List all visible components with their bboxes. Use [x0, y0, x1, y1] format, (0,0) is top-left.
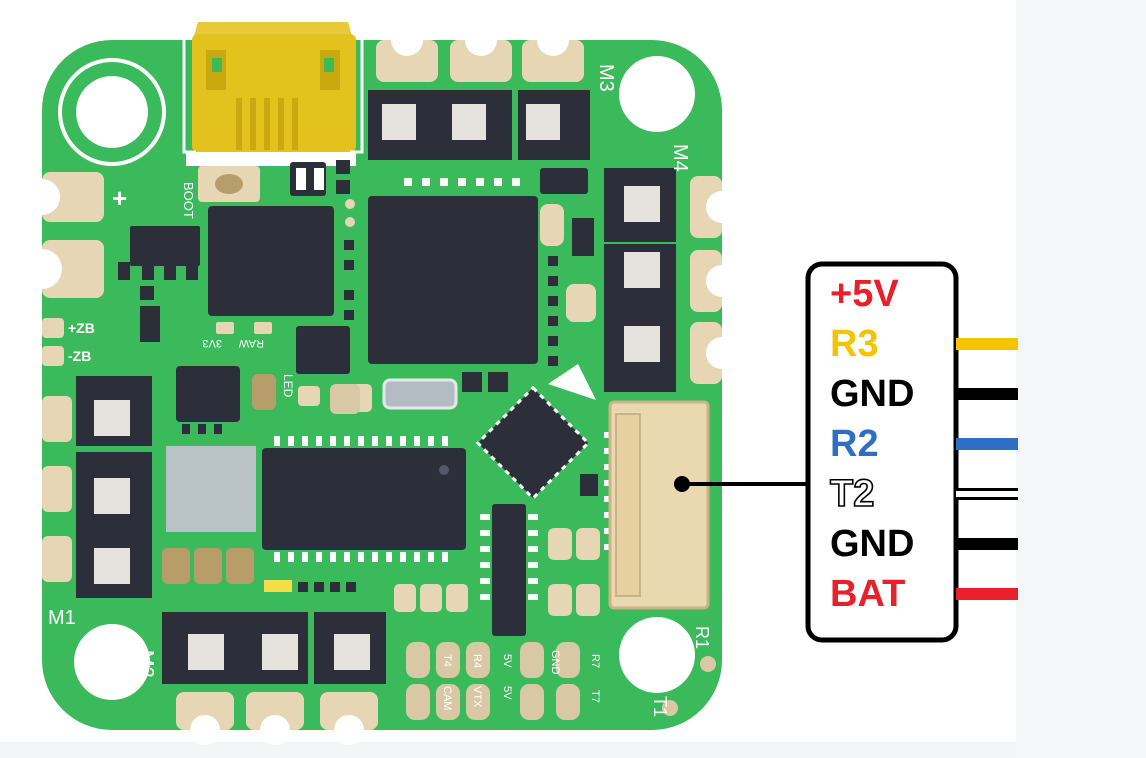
orientation-arrow — [548, 364, 596, 400]
chip-mcu — [368, 196, 538, 364]
pin-wire-1 — [956, 338, 1018, 350]
pad-t1 — [662, 700, 678, 716]
label-pad-t4: T4 — [441, 654, 453, 667]
label-3v3: 3V3 — [202, 337, 222, 349]
pin-wire-4 — [956, 491, 1018, 497]
label-led: LED — [281, 374, 295, 398]
usb-connector — [182, 22, 364, 166]
signal-pads — [406, 642, 580, 720]
top-edge-pads — [376, 40, 584, 82]
chip-baro — [176, 366, 240, 422]
motor-pads-m1 — [76, 376, 152, 598]
signal-pad-labels: T4 R4 5V R7 CAM VTX 5V GND T7 — [441, 650, 601, 710]
label-pad-r4: R4 — [471, 654, 483, 668]
motor-pads-m3 — [368, 90, 590, 160]
mounting-hole-top-left — [58, 58, 166, 166]
pin-label-r2-3: R2 — [830, 423, 879, 465]
pin-label-t2-4: T2 — [830, 473, 874, 515]
label-raw: RAW — [238, 337, 264, 349]
pad-r1 — [700, 656, 716, 672]
label-t1: T1 — [650, 696, 670, 717]
pin-wire-5 — [956, 538, 1018, 550]
bottom-edge-pads — [176, 692, 378, 730]
chip-gyro — [208, 206, 334, 316]
chip-vertical — [492, 504, 526, 636]
chip-flash — [262, 436, 466, 562]
label-m2: M2 — [135, 650, 157, 678]
label-v-minus: -ZB — [68, 348, 91, 364]
motor-pads-m4 — [604, 168, 676, 392]
pin-wire-3 — [956, 438, 1018, 450]
label-boot: BOOT — [181, 182, 196, 219]
jst-connector — [608, 400, 710, 610]
label-m1: M1 — [48, 607, 76, 629]
pin-label-gnd-2: GND — [830, 373, 914, 415]
background-strip-right — [1016, 0, 1146, 758]
background-strip-bottom — [0, 742, 1016, 758]
label-pad-vtx: VTX — [471, 686, 483, 708]
pin-label-r3-1: R3 — [830, 323, 879, 365]
boot-button — [198, 166, 260, 202]
left-edge-pads — [42, 172, 104, 582]
flight-controller-board: BOOT + +ZB -ZB — [22, 22, 738, 745]
mounting-hole-bottom-left — [74, 624, 150, 700]
label-v-plus: +ZB — [68, 320, 95, 336]
label-m3: M3 — [595, 64, 617, 92]
label-pad-t7: T7 — [589, 690, 601, 703]
pin-label-bat-6: BAT — [830, 573, 905, 615]
label-m4: M4 — [669, 144, 691, 172]
label-r1: R1 — [692, 626, 712, 649]
pin-wire-2 — [956, 388, 1018, 400]
crystal — [382, 378, 458, 410]
pin-wires — [956, 338, 1018, 600]
regulator — [166, 446, 256, 532]
motor-pads-m2 — [162, 612, 386, 684]
label-pad-5v-b: 5V — [501, 686, 513, 700]
label-pad-cam: CAM — [441, 686, 453, 710]
label-pad-5v-a: 5V — [501, 654, 513, 668]
mounting-hole-bottom-right — [619, 617, 695, 693]
chip-osd — [475, 385, 591, 501]
pinout-box — [805, 261, 959, 643]
pin-label-gnd-5: GND — [830, 523, 914, 565]
led — [252, 374, 276, 410]
pin-wire-6 — [956, 588, 1018, 600]
label-plus: + — [112, 183, 127, 213]
pin-label-5v-0: +5V — [830, 273, 899, 315]
label-pad-gnd: GND — [549, 650, 561, 675]
label-pad-r7: R7 — [589, 654, 601, 668]
mounting-hole-top-right — [619, 56, 695, 132]
